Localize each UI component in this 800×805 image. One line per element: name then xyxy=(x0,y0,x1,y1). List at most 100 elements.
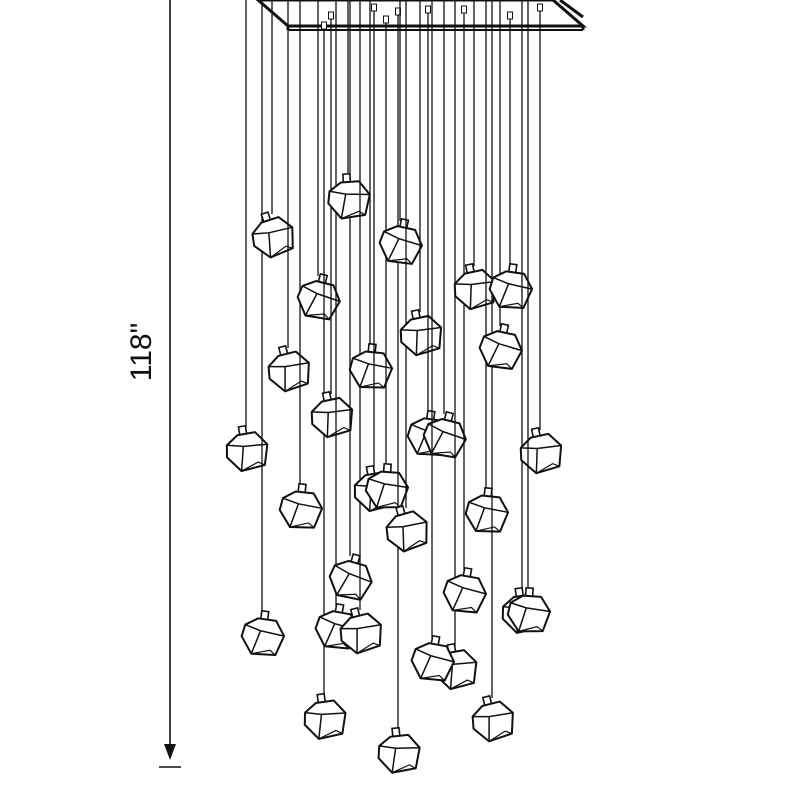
crystal-facet-bottom xyxy=(489,288,524,309)
pendant-crystal xyxy=(251,211,294,259)
cable-clip xyxy=(371,3,377,12)
crystal-facet-front xyxy=(340,194,347,219)
crystal-outline xyxy=(399,314,443,357)
pendant-crystal xyxy=(399,308,443,357)
crystal-facet-bottom xyxy=(520,459,560,474)
cable-clip xyxy=(425,5,431,14)
crystal-facet-front xyxy=(488,716,490,742)
crystal-facet-bottom xyxy=(379,242,413,265)
crystal-facet-bottom xyxy=(435,674,475,690)
crystal-outline xyxy=(339,612,382,655)
crystal-facet-front xyxy=(469,284,472,310)
crystal-facet-front xyxy=(318,714,323,739)
crystal-facet-bottom xyxy=(479,347,513,370)
crystal-outline xyxy=(471,700,514,743)
pendant-crystal xyxy=(442,566,488,614)
crystal-facet-bottom xyxy=(387,538,427,553)
crystal-facet-front xyxy=(498,283,510,307)
crystal-outline xyxy=(519,432,563,475)
crystal-facet-front xyxy=(326,412,329,438)
crystal-facet-front xyxy=(451,587,464,611)
pendant-crystal xyxy=(303,692,347,740)
crystal-facet-front xyxy=(336,573,350,596)
pendant-crystal xyxy=(453,262,497,311)
crystal-outline xyxy=(310,396,354,439)
cable-clip xyxy=(383,15,389,24)
crystal-facet-bottom xyxy=(411,660,446,681)
crystal-facet-bottom xyxy=(423,434,456,458)
crystal-facet-bottom xyxy=(329,576,361,601)
crystal-facet-front xyxy=(359,363,370,388)
crystal-outline xyxy=(385,510,428,553)
pendant-crystal xyxy=(385,504,428,553)
crystal-facet-front xyxy=(284,366,286,392)
crystal-facet-bottom xyxy=(507,614,544,633)
pendant-crystal xyxy=(348,342,394,389)
crystal-facet-front xyxy=(250,630,262,654)
pendant-crystal xyxy=(378,217,423,265)
pendant-crystal xyxy=(225,424,269,473)
cable-clip xyxy=(507,11,513,20)
crystal-facet-front xyxy=(304,293,318,316)
crystal-facet-bottom xyxy=(473,728,513,743)
crystal-facet-front xyxy=(289,503,300,528)
crystal-outline xyxy=(377,733,421,774)
crystal-facet-bottom xyxy=(297,296,330,320)
crystal-outline xyxy=(453,268,497,311)
crystal-outline xyxy=(251,216,294,259)
pendant-crystal xyxy=(339,606,382,655)
crystal-facet-front xyxy=(415,330,418,356)
pendant-crystal xyxy=(519,426,563,475)
crystal-outline xyxy=(327,180,371,220)
crystal-facet-front xyxy=(402,526,405,552)
crystal-facet-bottom xyxy=(443,592,478,613)
crystal-outline xyxy=(303,699,347,740)
crystal-facet-bottom xyxy=(378,757,417,774)
dimension-arrowhead xyxy=(164,744,176,760)
pendant-crystal xyxy=(506,586,552,633)
pendant-crystal xyxy=(410,634,456,682)
cable-clip xyxy=(328,11,334,20)
cable-clip xyxy=(537,3,543,12)
crystal-facet-front xyxy=(535,448,538,474)
pendant-crystal xyxy=(464,486,510,533)
crystal-facet-front xyxy=(268,232,272,258)
crystal-facet-bottom xyxy=(279,509,315,529)
crystal-facet-front xyxy=(475,507,486,532)
crystal-facet-top xyxy=(226,443,268,448)
crystal-facet-bottom xyxy=(349,369,385,389)
crystal-facet-front xyxy=(356,628,358,654)
cable-clip xyxy=(321,21,327,30)
crystal-facet-top xyxy=(383,230,423,247)
pendant-crystal xyxy=(327,172,371,220)
crystal-facet-bottom xyxy=(241,635,276,656)
crystal-facet-front xyxy=(449,664,454,690)
pendant-crystal xyxy=(278,482,324,529)
crystal-facet-bottom xyxy=(304,724,343,740)
crystal-facet-bottom xyxy=(269,378,309,393)
crystal-facet-bottom xyxy=(327,202,366,220)
crystal-facet-bottom xyxy=(465,513,501,533)
pendant-crystal xyxy=(377,726,421,774)
crystal-facet-bottom xyxy=(253,245,293,259)
crystal-facet-bottom xyxy=(315,628,350,649)
crystal-facet-front xyxy=(323,623,336,647)
crystal-facet-front xyxy=(517,607,527,632)
pendant-crystal xyxy=(296,272,341,321)
pendant-crystal xyxy=(310,390,354,439)
crystal-facet-bottom xyxy=(341,640,381,655)
cable-clip xyxy=(461,5,467,14)
crystal-outline xyxy=(378,225,423,265)
crystal-facet-front xyxy=(387,238,400,262)
crystal-facet-front xyxy=(419,655,432,679)
crystal-facet-top xyxy=(379,745,420,749)
pendant-crystal xyxy=(328,552,373,601)
crystal-facet-front xyxy=(240,446,245,472)
crystal-facet-front xyxy=(375,483,385,508)
crystal-facet-front xyxy=(391,748,397,773)
crystal-facet-top xyxy=(304,711,346,716)
crystal-outline xyxy=(478,330,523,370)
crystal-facet-front xyxy=(430,431,444,454)
